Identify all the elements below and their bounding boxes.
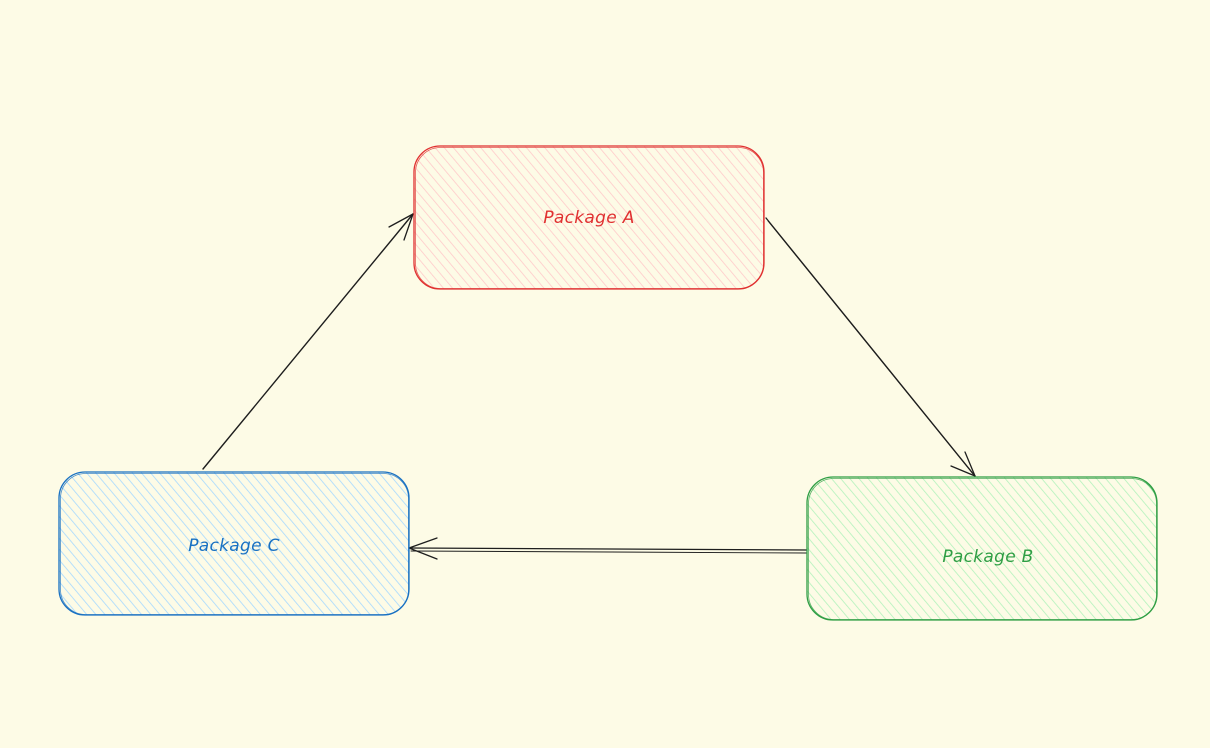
edge-c-to-a[interactable] xyxy=(202,213,414,470)
arrowhead-icon xyxy=(950,451,976,477)
edge-a-to-b[interactable] xyxy=(765,217,976,477)
arrowhead-icon xyxy=(408,537,438,560)
node-label-package-b: Package B xyxy=(942,547,1033,567)
node-package-b[interactable]: Package B xyxy=(806,476,1158,621)
node-package-a[interactable]: Package A xyxy=(413,145,765,290)
edges xyxy=(202,213,976,560)
arrowhead-icon xyxy=(388,213,414,241)
node-label-package-a: Package A xyxy=(543,208,634,228)
node-package-c[interactable]: Package C xyxy=(58,471,410,616)
node-label-package-c: Package C xyxy=(188,536,280,556)
edge-b-to-c[interactable] xyxy=(408,537,808,560)
